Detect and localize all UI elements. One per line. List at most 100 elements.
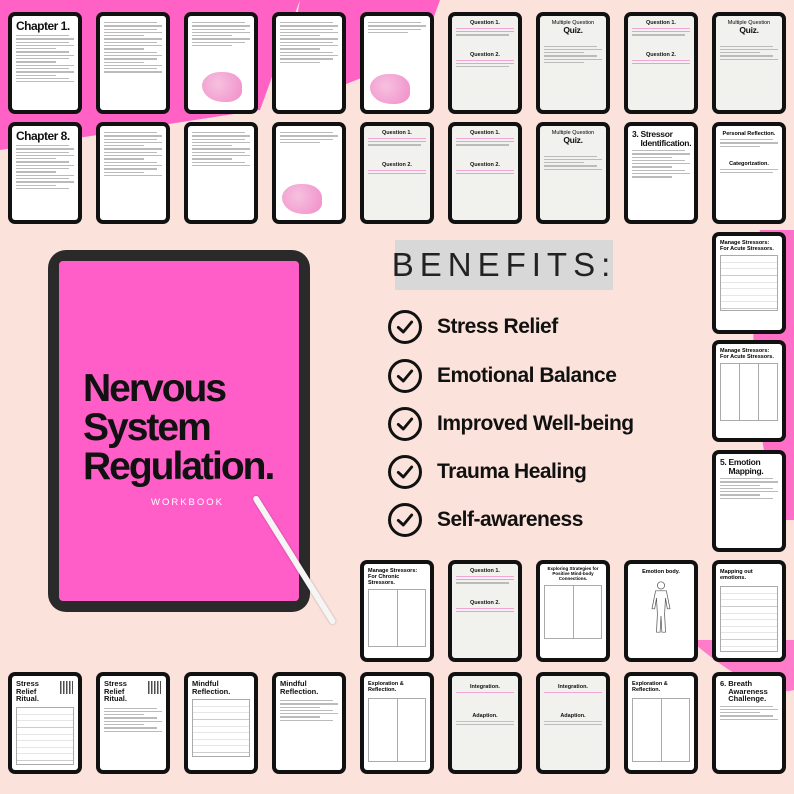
exploration-reflection-title: Exploration & Reflection.: [368, 681, 404, 693]
page-thumb-question-a: Question 1. Question 2.: [448, 12, 522, 114]
question-1-label-d: Question 1.: [470, 130, 500, 136]
exploration-reflection-title-b: Exploration & Reflection.: [632, 681, 668, 693]
page-thumb-text-5: [96, 122, 170, 224]
emotion-number: 5.: [720, 457, 727, 467]
adaption-title: Adaption.: [472, 713, 498, 719]
question-1-label-b: Question 1.: [646, 20, 676, 26]
page-thumb-mcq-b: Multiple Question Quiz.: [712, 12, 786, 114]
page-thumb-manage-acute-2: Manage Stressors: For Acute Stressors.: [712, 340, 786, 442]
page-thumb-exploration-reflection-1: Exploration & Reflection.: [360, 672, 434, 774]
cover-title-line-1: Nervous: [83, 367, 227, 410]
checkmark-icon: [388, 455, 422, 489]
checkmark-icon: [388, 310, 422, 344]
breath-title: Breath Awareness Challenge.: [728, 679, 768, 703]
page-thumb-mindful-reflection-1: Mindful Reflection.: [184, 672, 258, 774]
qr-code-icon-b: [148, 681, 161, 694]
page-thumb-question-d: Question 1. Question 2.: [448, 122, 522, 224]
question-1-label: Question 1.: [470, 20, 500, 26]
page-thumb-text-7: [272, 122, 346, 224]
checkmark-icon: [388, 359, 422, 393]
integration-title: Integration.: [470, 684, 500, 690]
question-2-label: Question 2.: [470, 51, 500, 58]
benefit-item: Emotional Balance: [388, 356, 617, 396]
page-thumb-question-b: Question 1. Question 2.: [624, 12, 698, 114]
chapter-8-title: Chapter 8.: [16, 129, 70, 143]
page-thumb-personal-reflection: Personal Reflection. Categorization.: [712, 122, 786, 224]
cover-title-line-3: Regulation.: [83, 445, 275, 488]
page-thumb-manage-acute-1: Manage Stressors: For Acute Stressors.: [712, 232, 786, 334]
benefit-label: Emotional Balance: [437, 364, 617, 387]
question-1-label-e: Question 1.: [470, 568, 500, 574]
page-thumb-exploring-strategies: Exploring Strategies for Positive Mind-b…: [536, 560, 610, 662]
page-thumb-manage-chronic: Manage Stressors: For Chronic Stressors.: [360, 560, 434, 662]
mindful-reflection-title-b: Mindful Reflection.: [280, 679, 319, 696]
page-thumb-text-3: [272, 12, 346, 114]
body-outline-icon: [651, 581, 671, 633]
checkmark-icon: [388, 503, 422, 537]
checkmark-icon: [388, 407, 422, 441]
integration-title-b: Integration.: [558, 684, 588, 690]
manage-acute-line1-b: Manage Stressors:: [720, 348, 770, 354]
page-thumb-text-6: [184, 122, 258, 224]
mcq-line1-b: Multiple Question: [727, 20, 771, 26]
page-thumb-mcq-c: Multiple Question Quiz.: [536, 122, 610, 224]
question-2-label-c: Question 2.: [382, 161, 412, 168]
mcq-line2-b: Quiz.: [739, 25, 759, 35]
page-thumb-question-c: Question 1. Question 2.: [360, 122, 434, 224]
page-thumb-breath-awareness: 6. Breath Awareness Challenge.: [712, 672, 786, 774]
benefit-item: Stress Relief: [388, 307, 558, 347]
tablet-cover: Nervous System Regulation. WORKBOOK: [59, 261, 299, 601]
page-thumb-text-2: [184, 12, 258, 114]
page-thumb-emotion-mapping: 5. Emotion Mapping.: [712, 450, 786, 552]
page-thumb-stress-relief-ritual-1: Stress Relief Ritual.: [8, 672, 82, 774]
benefits-heading-box: BENEFITS:: [392, 240, 613, 290]
benefit-item: Self-awareness: [388, 500, 583, 540]
exploring-strategies-title: Exploring Strategies for Positive Mind-b…: [547, 566, 599, 581]
stress-relief-ritual-title-b: Stress Relief Ritual.: [104, 679, 127, 703]
question-1-label-c: Question 1.: [382, 130, 412, 136]
page-thumb-chapter-8: Chapter 8.: [8, 122, 82, 224]
page-thumb-mindful-reflection-2: Mindful Reflection.: [272, 672, 346, 774]
stressor-number: 3.: [632, 129, 639, 139]
benefit-label: Improved Well-being: [437, 412, 634, 435]
categorization-title: Categorization.: [729, 160, 769, 167]
manage-acute-line2: For Acute Stressors.: [720, 246, 774, 252]
mcq-line1-c: Multiple Question: [551, 130, 595, 136]
chapter-1-title: Chapter 1.: [16, 19, 70, 33]
question-2-label-d: Question 2.: [470, 161, 500, 168]
page-thumb-mapping-emotions: Mapping out emotions.: [712, 560, 786, 662]
benefit-item: Improved Well-being: [388, 404, 634, 444]
emotion-title: Emotion Mapping.: [728, 457, 764, 476]
page-thumb-mcq-a: Multiple Question Quiz.: [536, 12, 610, 114]
main-tablet: Nervous System Regulation. WORKBOOK: [48, 250, 310, 612]
benefit-label: Self-awareness: [437, 508, 583, 531]
mindful-reflection-title: Mindful Reflection.: [192, 679, 231, 696]
qr-code-icon: [60, 681, 73, 694]
page-thumb-emotion-body: Emotion body.: [624, 560, 698, 662]
emotion-body-title: Emotion body.: [642, 569, 680, 575]
cover-title: Nervous System Regulation.: [83, 367, 275, 488]
question-2-label-b: Question 2.: [646, 51, 676, 58]
cover-subtitle: WORKBOOK: [151, 497, 225, 508]
page-thumb-stressor-identification: 3. Stressor Identification.: [624, 122, 698, 224]
page-thumb-text-1: [96, 12, 170, 114]
mcq-line1: Multiple Question: [551, 20, 595, 26]
personal-reflection-title: Personal Reflection.: [722, 131, 776, 137]
adaption-title-b: Adaption.: [560, 713, 586, 719]
page-thumb-stress-relief-ritual-2: Stress Relief Ritual.: [96, 672, 170, 774]
mapping-emotions-title: Mapping out emotions.: [720, 569, 753, 581]
benefit-label: Trauma Healing: [437, 460, 587, 483]
page-thumb-chapter-1: Chapter 1.: [8, 12, 82, 114]
manage-acute-line2-b: For Acute Stressors.: [720, 354, 774, 360]
page-thumb-integration-1: Integration. Adaption.: [448, 672, 522, 774]
benefit-label: Stress Relief: [437, 315, 558, 338]
manage-chronic-line2: For Chronic Stressors.: [368, 574, 400, 586]
page-thumb-text-4: [360, 12, 434, 114]
mcq-line2-c: Quiz.: [563, 135, 583, 145]
benefits-heading: BENEFITS:: [391, 246, 617, 283]
stressor-title: Stressor Identification.: [640, 129, 692, 148]
page-thumb-question-e: Question 1. Question 2.: [448, 560, 522, 662]
mcq-line2: Quiz.: [563, 25, 583, 35]
cover-title-line-2: System: [83, 406, 212, 449]
manage-acute-line1: Manage Stressors:: [720, 240, 770, 246]
